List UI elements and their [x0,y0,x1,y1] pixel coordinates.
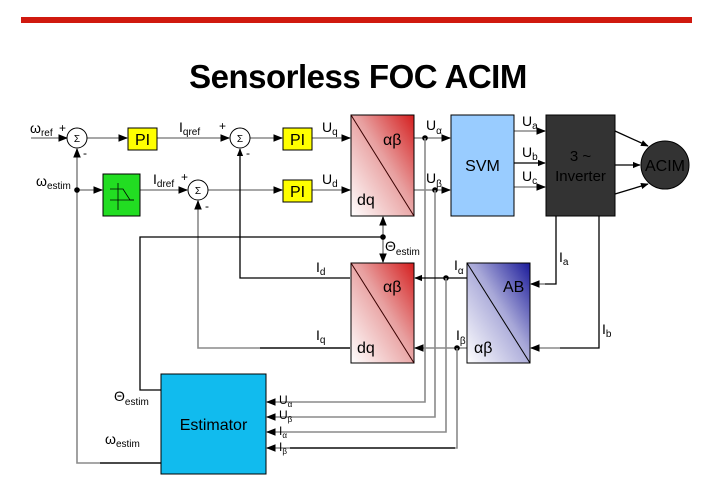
svg-text:Estimator: Estimator [180,417,248,434]
label-ubeta: Uβ [426,170,442,190]
minus-sign: - [205,199,209,213]
clarke-block: AB αβ [466,262,531,364]
label-ibeta: Iβ [456,327,466,347]
label-omega-ref: ωref [30,120,53,139]
label-est-ualpha: Uα [279,393,293,409]
label-est-theta: Θestim [114,388,149,408]
wire-est-ualpha [266,138,426,406]
wire-iq-feedback [194,200,350,349]
label-uq: Uq [322,119,338,138]
signal-labels: ωref ωestim Iqref Idref Uq Ud Uα Uβ Ua U… [30,113,612,456]
inverter-block: 3 ~ Inverter [545,114,616,217]
minus-sign: - [83,146,87,160]
svg-text:PI: PI [135,132,150,149]
plus-sign: + [219,119,226,133]
label-ub: Ub [522,144,538,163]
sum-junction-id: Σ + - [181,170,209,213]
svg-text:PI: PI [290,132,305,149]
junction-omega [74,187,80,193]
junction-theta [380,234,386,240]
svg-text:αβ: αβ [383,132,401,149]
label-ialpha: Iα [454,257,464,277]
label-idref: Idref [153,171,174,190]
inverse-park-block: αβ dq [350,114,415,217]
estimator-block: Estimator [160,373,267,475]
svg-text:AB: AB [503,279,524,296]
label-ib: Ib [602,321,612,340]
label-uc: Uc [522,168,537,187]
park-block: αβ dq [350,262,415,364]
wire-est-ubeta [266,190,436,421]
page-title: Sensorless FOC ACIM [189,58,527,95]
svg-text:Σ: Σ [237,134,243,145]
svg-text:Inverter: Inverter [555,168,606,185]
sum-junction-speed: Σ + - [59,121,88,160]
plus-sign: + [59,121,66,135]
wire-id-feedback [236,148,350,279]
wire-phase-c [614,183,649,195]
label-est-ialpha: Iα [279,424,287,440]
wire-est-ialpha [266,278,447,436]
pi-speed-block: PI [127,127,158,151]
header-red-bar [21,17,692,23]
field-weakening-curve-icon [110,183,134,210]
label-id: Id [316,259,325,278]
label-omega-estim: ωestim [36,173,71,192]
wires [31,127,649,464]
pi-iq-block: PI [282,127,313,151]
label-theta-estim: Θestim [385,238,420,258]
svg-text:Σ: Σ [195,186,201,197]
label-est-ubeta: Uβ [279,408,293,424]
label-ua: Ua [522,113,538,132]
plus-sign: + [181,170,188,184]
pi-id-block: PI [282,179,313,203]
svg-text:dq: dq [357,340,375,357]
wire-ib [560,216,600,349]
field-weakening-block [102,173,141,217]
label-ia: Ia [559,249,569,268]
svm-block: SVM [450,114,515,217]
svg-text:SVM: SVM [465,158,500,175]
label-ud: Ud [322,171,338,190]
label-ualpha: Uα [426,117,442,137]
label-est-ibeta: Iβ [279,440,287,456]
svg-text:ACIM: ACIM [645,158,685,175]
svg-text:αβ: αβ [383,279,401,296]
svg-text:Σ: Σ [74,134,80,145]
acim-motor: ACIM [640,140,690,190]
label-est-omega: ωestim [105,431,140,450]
svg-text:3 ~: 3 ~ [570,148,592,165]
sum-junction-iq: Σ + - [219,119,251,160]
svg-text:dq: dq [357,192,375,209]
wire-theta-estim [139,236,383,391]
label-iqref: Iqref [179,119,200,138]
minus-sign: - [246,146,250,160]
svg-text:αβ: αβ [474,340,492,357]
wire-phase-a [614,130,649,147]
wire-ia [545,216,557,285]
svg-text:PI: PI [290,184,305,201]
label-iq: Iq [316,327,325,346]
